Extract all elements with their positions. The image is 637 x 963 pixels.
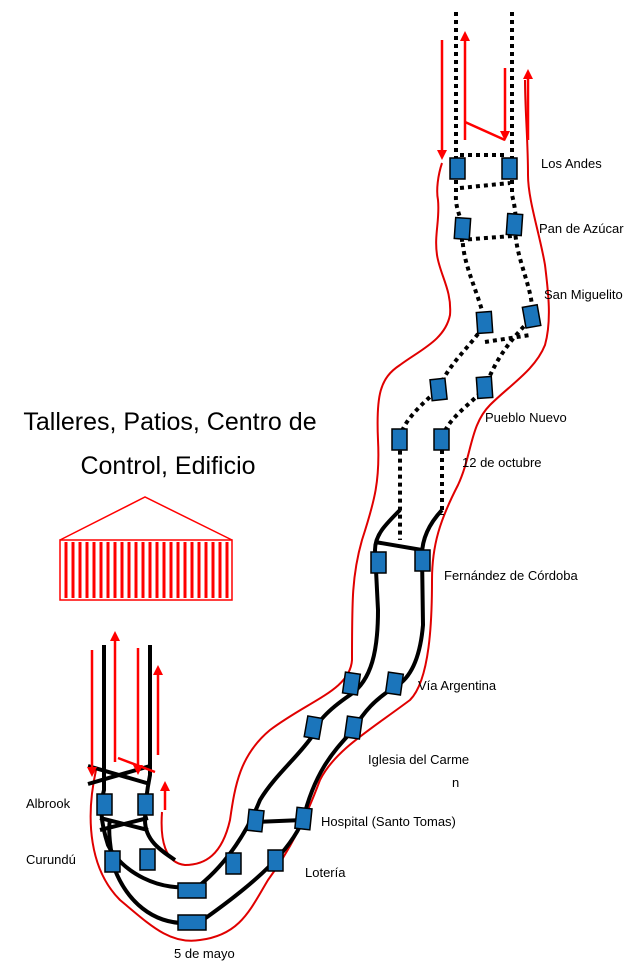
label-los-andes: Los Andes xyxy=(541,156,602,171)
station-loteria-2 xyxy=(267,849,284,872)
station-san-miguelito-2 xyxy=(521,303,542,329)
station-iglesia-del-carmen-1 xyxy=(303,715,324,741)
station-pueblo-nuevo-2 xyxy=(475,375,494,400)
label-5-de-mayo: 5 de mayo xyxy=(174,946,235,961)
title-line-1: Talleres, Patios, Centro de xyxy=(23,408,316,436)
label-albrook: Albrook xyxy=(26,796,71,811)
station-pan-de-azucar-2 xyxy=(505,212,524,237)
label-loteria: Lotería xyxy=(305,865,346,880)
crossover-arrow-north xyxy=(464,120,506,142)
station-albrook-1 xyxy=(96,793,113,816)
station-fernandez-de-cordoba-1 xyxy=(370,551,387,574)
station-curundu-2 xyxy=(139,848,156,871)
station-pan-de-azucar-1 xyxy=(453,216,472,241)
station-via-argentina-1 xyxy=(341,671,362,696)
label-hospital: Hospital (Santo Tomas) xyxy=(321,814,456,829)
corridor-outline xyxy=(89,79,550,942)
station-5-de-mayo-2 xyxy=(177,914,207,931)
label-12-de-octubre: 12 de octubre xyxy=(462,455,542,470)
label-san-miguelito: San Miguelito xyxy=(544,287,623,302)
label-iglesia-del-carmen-line2: n xyxy=(452,775,459,790)
station-albrook-2 xyxy=(137,793,154,816)
station-san-miguelito-1 xyxy=(475,310,494,335)
station-loteria-1 xyxy=(225,852,242,875)
label-iglesia-del-carmen-line1: Iglesia del Carme xyxy=(368,752,469,767)
label-via-argentina: Vía Argentina xyxy=(418,678,497,693)
stations xyxy=(96,157,542,931)
station-curundu-1 xyxy=(104,850,121,873)
station-iglesia-del-carmen-2 xyxy=(343,715,364,740)
building-icon xyxy=(59,496,233,601)
direction-arrows xyxy=(87,31,533,810)
station-hospital-1 xyxy=(246,808,265,833)
station-12-de-octubre-1 xyxy=(391,428,408,451)
label-curundu: Curundú xyxy=(26,852,76,867)
crossover-arrow-south xyxy=(117,756,156,774)
station-12-de-octubre-2 xyxy=(433,428,450,451)
label-fernandez-de-cordoba: Fernández de Córdoba xyxy=(444,568,578,583)
label-pan-de-azucar: Pan de Azúcar xyxy=(539,221,624,236)
title-line-2: Control, Edificio xyxy=(80,452,255,480)
station-5-de-mayo-1 xyxy=(177,882,207,899)
station-los-andes-1 xyxy=(449,157,466,180)
station-hospital-2 xyxy=(294,806,313,831)
station-via-argentina-2 xyxy=(384,671,405,696)
label-pueblo-nuevo: Pueblo Nuevo xyxy=(485,410,567,425)
station-pueblo-nuevo-1 xyxy=(429,377,448,402)
station-los-andes-2 xyxy=(501,157,518,180)
station-fernandez-de-cordoba-2 xyxy=(414,549,431,572)
